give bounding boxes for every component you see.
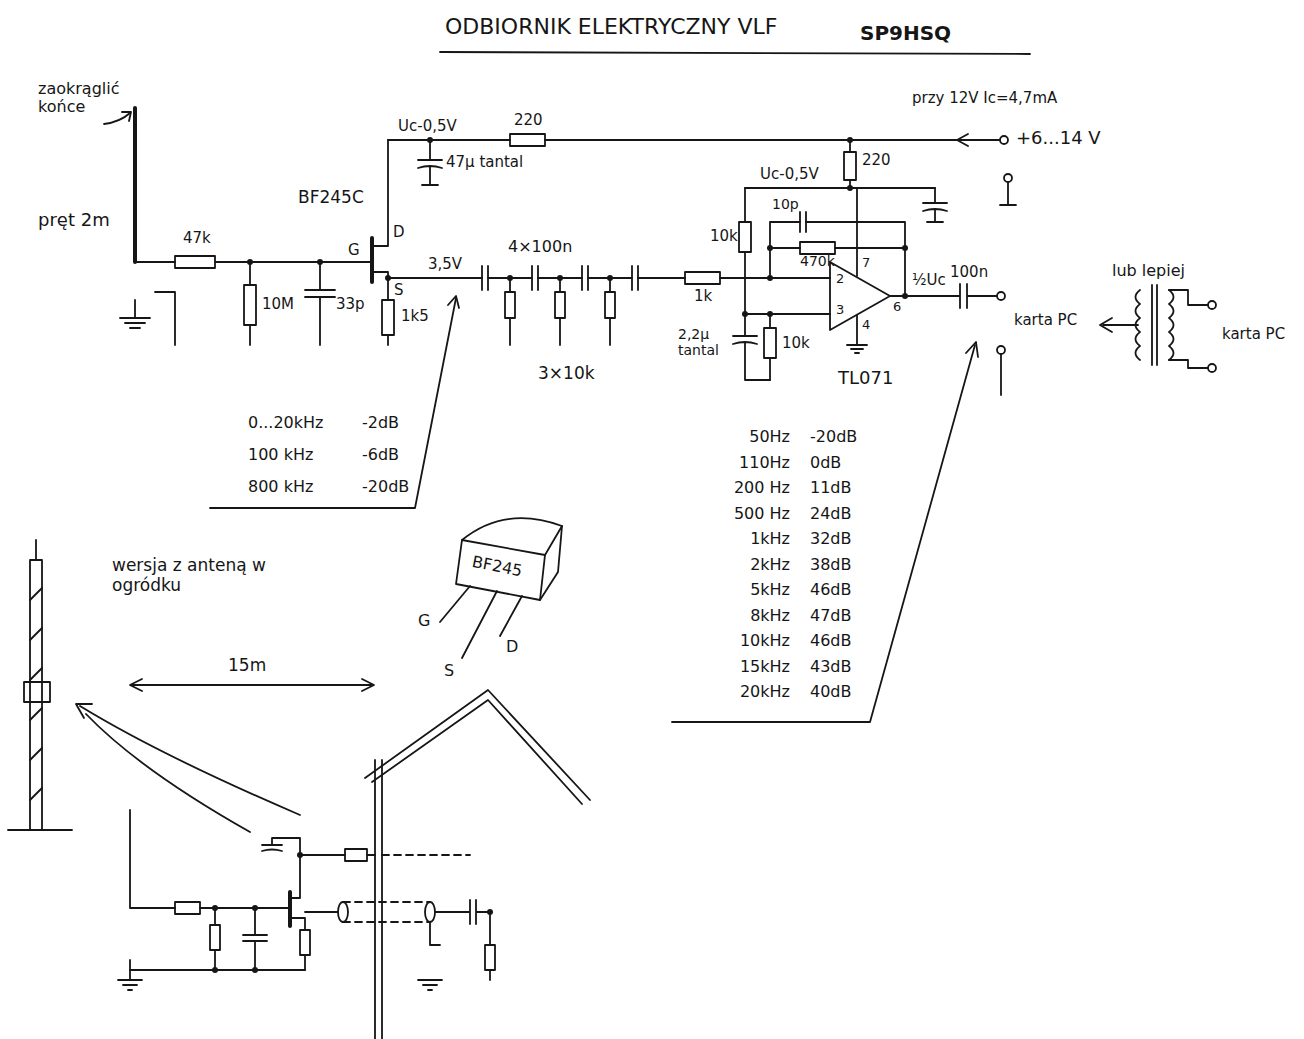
table-cell: 50Hz <box>749 428 790 446</box>
pin-name: G <box>418 612 430 630</box>
capacitor-value: 4×100n <box>508 238 572 256</box>
resistor-value: 1k5 <box>401 308 429 325</box>
leader-lines <box>210 296 978 722</box>
garden-antenna-sketch <box>8 540 590 1039</box>
pin-number: 6 <box>893 300 901 315</box>
title-underline <box>440 52 1030 54</box>
pin-number: 7 <box>862 256 870 271</box>
pin-name: D <box>393 224 405 241</box>
output-label: karta PC <box>1222 326 1285 343</box>
table-cell: 10kHz <box>740 632 790 650</box>
title: ODBIORNIK ELEKTRYCZNY VLF <box>445 14 777 39</box>
pin-name: S <box>394 282 404 299</box>
resistor-value: 470k <box>800 253 835 269</box>
transformer-symbol <box>1100 285 1216 372</box>
resistor-value: 1k <box>694 288 712 305</box>
table-cell: 47dB <box>810 607 852 625</box>
table-cell: 500 Hz <box>734 505 790 523</box>
table-cell: 38dB <box>810 556 852 574</box>
table-cell: 8kHz <box>750 607 790 625</box>
capacitor-value: 47μ tantal <box>446 154 523 171</box>
opamp-stage <box>685 188 1005 395</box>
pin-name: S <box>444 662 454 680</box>
part-name: TL071 <box>838 368 893 389</box>
supply-rail <box>388 134 1016 222</box>
table-cell: 11dB <box>810 479 852 497</box>
bf245-package <box>440 518 562 658</box>
table-cell: 800 kHz <box>248 478 313 496</box>
table-cell: 200 Hz <box>734 479 790 497</box>
table-cell: 46dB <box>810 581 852 599</box>
resistor-value: 220 <box>514 112 543 129</box>
highpass-filter <box>482 266 685 345</box>
resistor-value: 220 <box>862 152 891 169</box>
pin-name: D <box>506 638 518 656</box>
capacitor-value: 2,2μ tantal <box>678 326 730 358</box>
resistor-value: 10k <box>710 228 738 245</box>
table-cell: 0dB <box>810 454 841 472</box>
note: przy 12V Ic=4,7mA <box>912 90 1057 107</box>
voltage-label: Uc-0,5V <box>398 118 457 135</box>
voltage-label: Uc-0,5V <box>760 166 819 183</box>
resistor-value: 3×10k <box>538 364 595 384</box>
capacitor-value: 10p <box>772 196 799 212</box>
capacitor-value: 100n <box>950 264 988 281</box>
table-cell: 46dB <box>810 632 852 650</box>
resistor-value: 47k <box>183 230 211 247</box>
table-cell: 100 kHz <box>248 446 313 464</box>
note: wersja z anteną w ogródku <box>112 556 302 595</box>
table-cell: 15kHz <box>740 658 790 676</box>
note: zaokrąglić końce <box>38 80 133 117</box>
output-label: karta PC <box>1014 312 1077 329</box>
antenna-input <box>104 108 365 345</box>
table-cell: 24dB <box>810 505 852 523</box>
part-marking: BF245 <box>470 553 523 581</box>
table-cell: -2dB <box>362 414 399 432</box>
table-cell: 0...20kHz <box>248 414 324 432</box>
table-cell: 20kHz <box>740 683 790 701</box>
table-cell: -6dB <box>362 446 399 464</box>
table-cell: 5kHz <box>750 581 790 599</box>
table-cell: 2kHz <box>750 556 790 574</box>
pin-number: 2 <box>836 272 844 287</box>
voltage-label: 3,5V <box>428 256 462 273</box>
table-cell: 43dB <box>810 658 852 676</box>
part-name: BF245C <box>298 188 364 208</box>
pin-name: G <box>348 242 360 259</box>
table-cell: 40dB <box>810 683 852 701</box>
dimension: 15m <box>228 656 266 676</box>
pin-number: 3 <box>836 303 844 318</box>
table-cell: -20dB <box>362 478 409 496</box>
supply-label: +6...14 V <box>1016 128 1101 149</box>
note: lub lepiej <box>1112 262 1185 280</box>
note: pręt 2m <box>38 210 110 231</box>
table-cell: 1kHz <box>750 530 790 548</box>
pin-number: 4 <box>862 318 870 333</box>
resistor-value: 10M <box>262 296 294 313</box>
resistor-value: 10k <box>782 335 810 352</box>
voltage-label: ½Uc <box>912 272 946 289</box>
author-callsign: SP9HSQ <box>860 22 951 45</box>
table-cell: 32dB <box>810 530 852 548</box>
capacitor-value: 33p <box>336 296 365 313</box>
table-cell: -20dB <box>810 428 857 446</box>
table-cell: 110Hz <box>739 454 790 472</box>
